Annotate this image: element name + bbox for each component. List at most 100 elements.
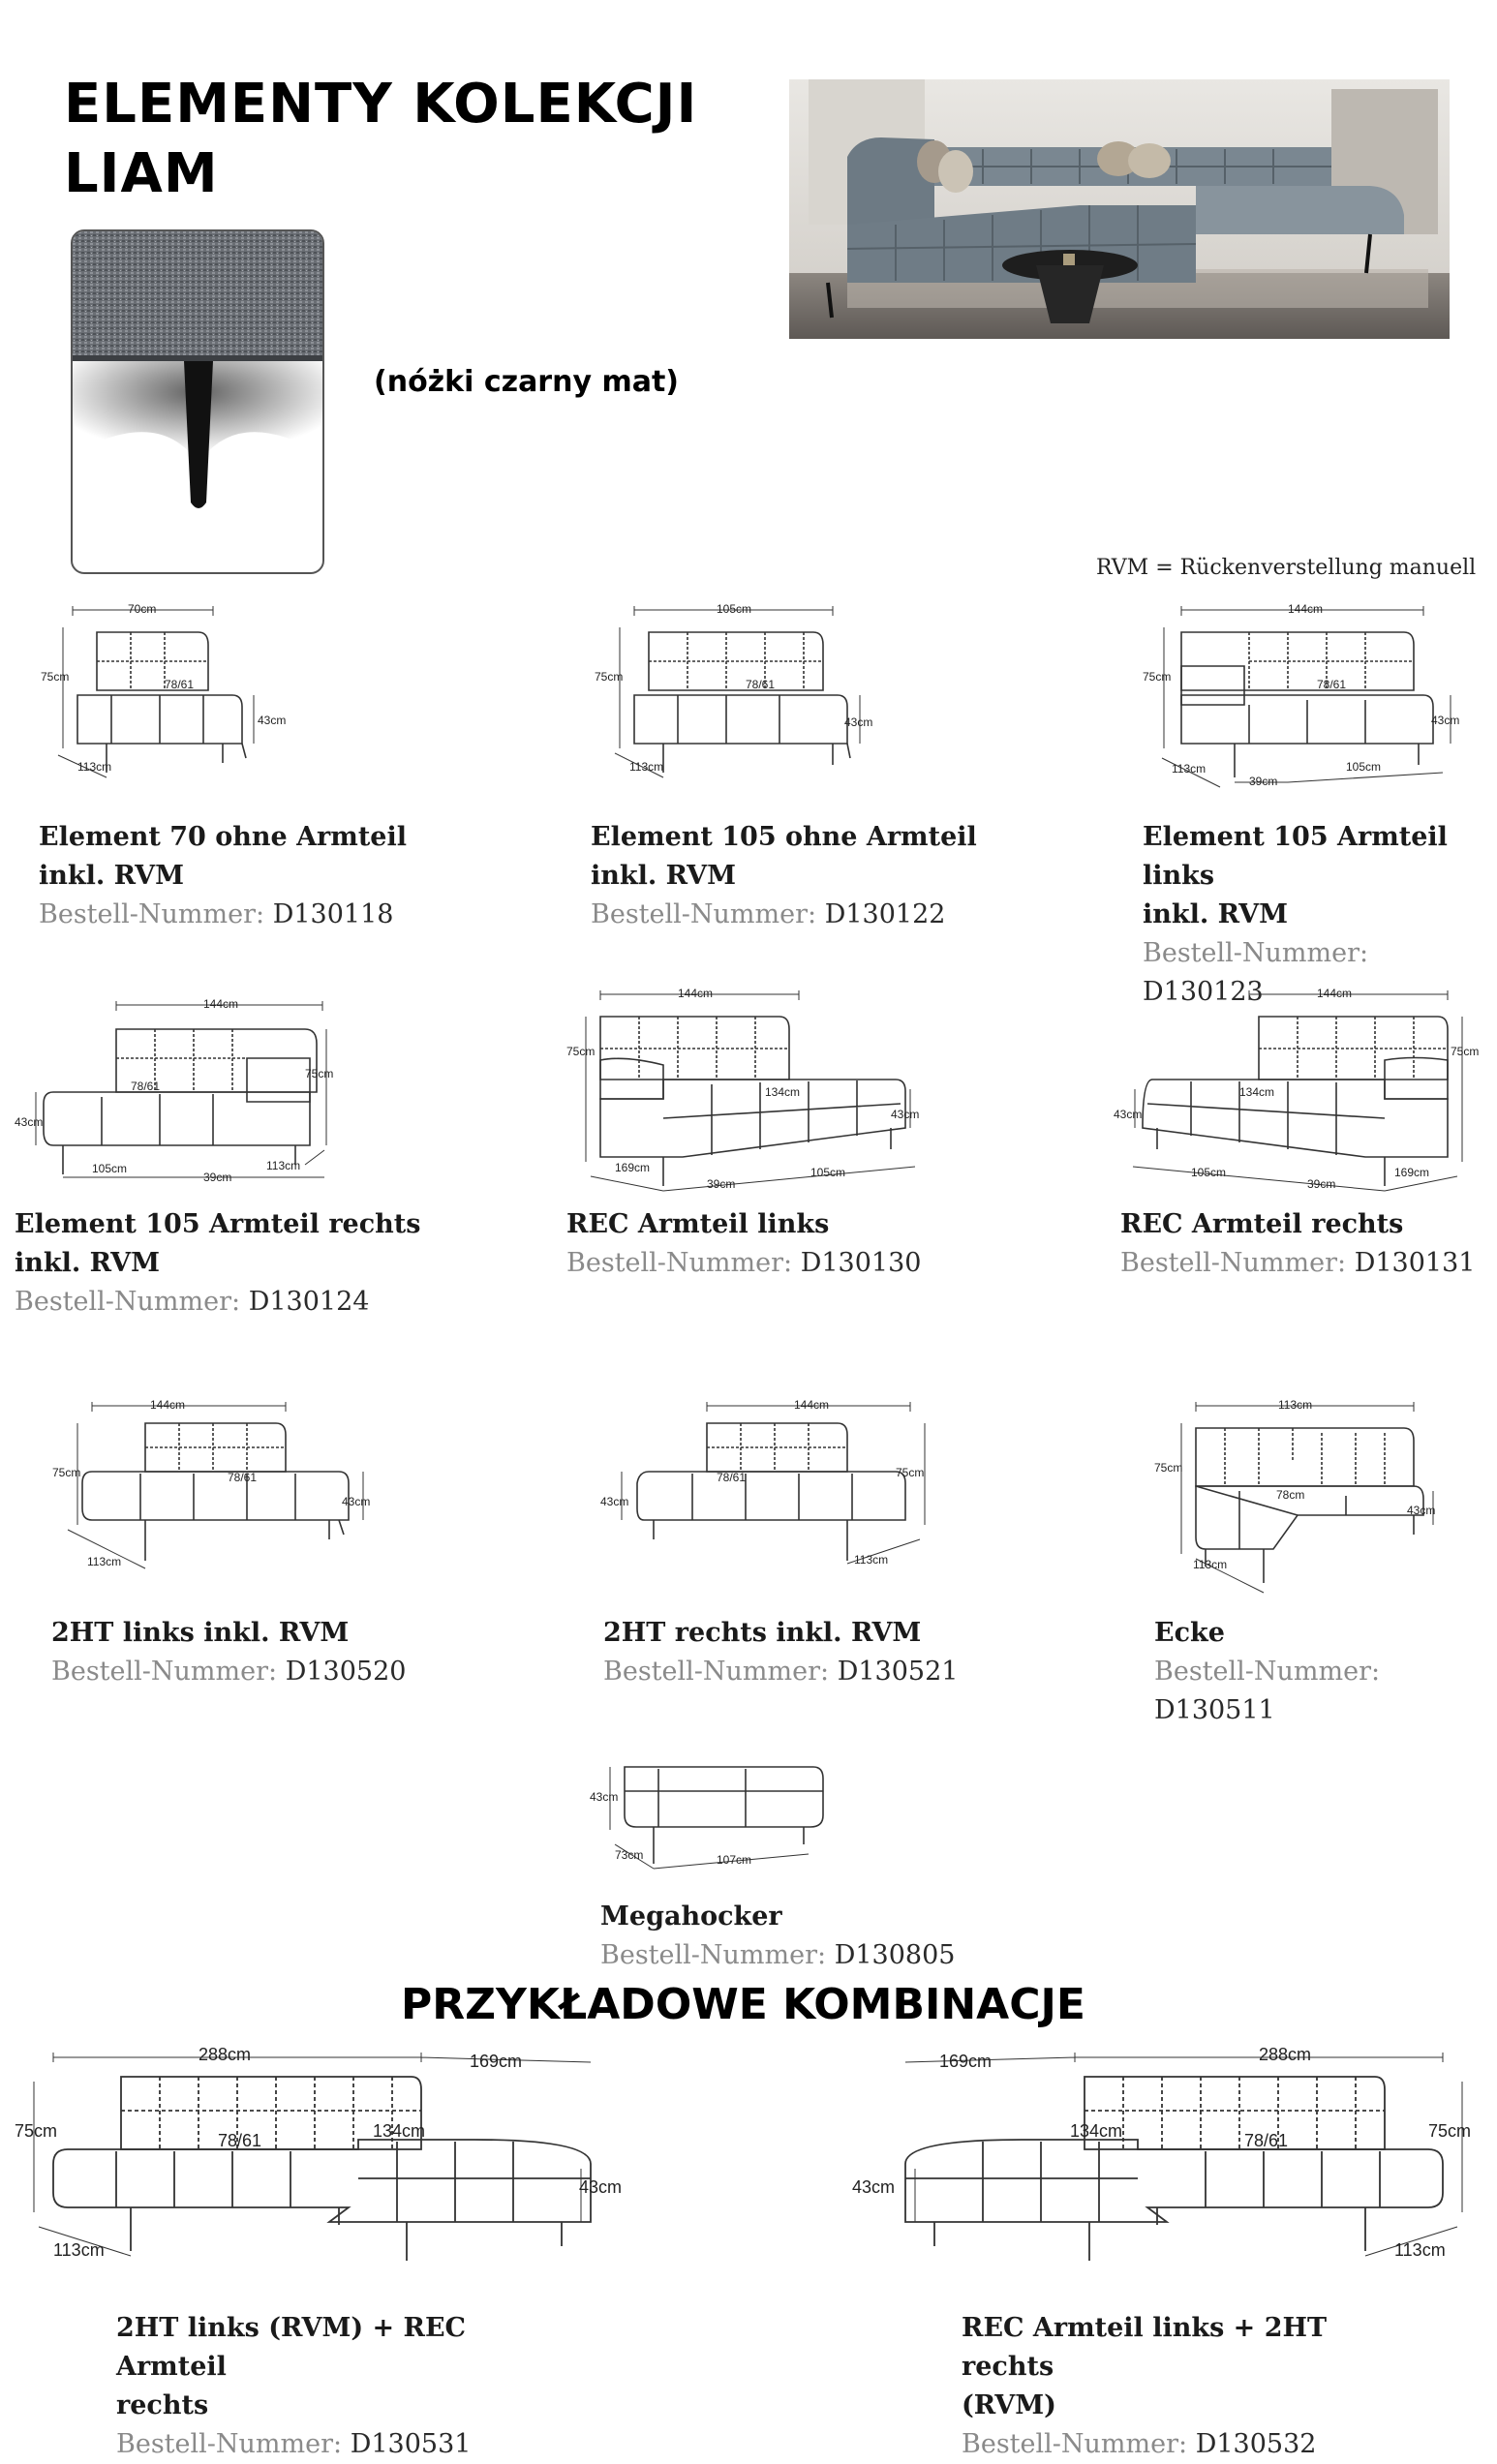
element-name-line1: REC Armteil links + 2HT rechts: [962, 2313, 1328, 2382]
dim-seat-2-label: 134cm: [1070, 2121, 1122, 2141]
dim-seat-height-label: 43cm: [579, 2177, 622, 2197]
element-name-line1: REC Armteil links: [566, 1209, 830, 1239]
element-105-drawing: 105cm 75cm 78/61 43cm 113cm: [591, 598, 881, 782]
dim-height-label: 75cm: [1428, 2121, 1471, 2141]
dim-seat-height-label: 43cm: [600, 1495, 628, 1508]
element-name-line2: inkl. RVM: [591, 861, 736, 891]
rvm-note: RVM = Rückenverstellung manuell: [1096, 556, 1477, 580]
dim-depth-label: 73cm: [615, 1848, 643, 1862]
dim-seat-height-label: 43cm: [258, 714, 286, 727]
rec-arm-right-drawing: 144cm 75cm 134cm 43cm 169cm 39cm 105cm: [1114, 983, 1482, 1196]
dim-seat-height-label: 43cm: [15, 1115, 43, 1129]
element-order-number: Bestell-Nummer: D130118: [39, 899, 394, 929]
ecke-caption: Ecke Bestell-Nummer: D130511: [1154, 1614, 1493, 1730]
dim-width-label: 144cm: [203, 997, 238, 1011]
dim-depth-label: 113cm: [629, 760, 663, 774]
element-105-arm-left-drawing: 144cm 75cm 78/61 43cm 113cm 39cm 105cm: [1143, 598, 1472, 792]
element-name-line1: Element 70 ohne Armteil: [39, 822, 407, 852]
dim-seat-height-label: 43cm: [1407, 1504, 1435, 1517]
dim-seat-label: 78/61: [131, 1080, 160, 1093]
dim-height-label: 75cm: [595, 670, 623, 684]
combination-2-caption: REC Armteil links + 2HT rechts (RVM) Bes…: [962, 2309, 1426, 2464]
2ht-left-caption: 2HT links inkl. RVM Bestell-Nummer: D130…: [51, 1614, 516, 1691]
dim-seat-height-label: 43cm: [891, 1108, 919, 1121]
dim-depth-label: 113cm: [266, 1159, 300, 1172]
dim-width-label: 288cm: [199, 2045, 251, 2064]
combinations-title: PRZYKŁADOWE KOMBINACJE: [401, 1980, 1085, 2029]
element-order-number: Bestell-Nummer: D130531: [116, 2429, 472, 2459]
element-name-line1: REC Armteil rechts: [1120, 1209, 1404, 1239]
title-line-1: ELEMENTY KOLEKCJI: [64, 73, 698, 136]
dim-seat-label: 78/61: [1244, 2131, 1288, 2150]
dim-seat-height-label: 43cm: [1114, 1108, 1142, 1121]
dim-depth-label: 113cm: [77, 760, 111, 774]
element-105-arm-right-drawing: 144cm 75cm 78/61 43cm 113cm 39cm 105cm: [15, 986, 344, 1189]
title-line-2: LIAM: [64, 142, 219, 205]
rec-arm-left-drawing: 144cm 75cm 134cm 43cm 169cm 39cm 105cm: [566, 983, 925, 1196]
2ht-right-drawing: 144cm 75cm 78/61 43cm 113cm: [600, 1394, 939, 1588]
element-order-number: Bestell-Nummer: D130130: [566, 1248, 922, 1278]
dim-depth-label: 113cm: [87, 1555, 121, 1568]
combination-1-caption: 2HT links (RVM) + REC Armteil rechts Bes…: [116, 2309, 581, 2464]
dim-width-label: 144cm: [1288, 602, 1323, 616]
dim-seat-height-label: 43cm: [590, 1790, 618, 1804]
megahocker-caption: Megahocker Bestell-Nummer: D130805: [600, 1898, 988, 1975]
dim-inner-label: 105cm: [1191, 1166, 1226, 1179]
2ht-left-drawing: 144cm 75cm 78/61 43cm 113cm: [48, 1394, 387, 1588]
ecke-drawing: 113cm 75cm 78cm 43cm 113cm: [1152, 1394, 1462, 1597]
element-105-arm-left-caption: Element 105 Armteil links inkl. RVM Best…: [1143, 818, 1491, 1012]
dim-width-label: 70cm: [128, 602, 156, 616]
dim-arm-label: 39cm: [1307, 1177, 1335, 1191]
dim-height-label: 75cm: [1154, 1461, 1182, 1475]
dim-seat-label: 78/61: [717, 1471, 746, 1484]
dim-chaise-label: 169cm: [470, 2052, 522, 2071]
element-order-number: Bestell-Nummer: D130124: [15, 1287, 370, 1317]
element-name-line1: Ecke: [1154, 1618, 1225, 1648]
dim-height-label: 75cm: [41, 670, 69, 684]
dim-height-label: 75cm: [566, 1045, 595, 1058]
dim-depth-label: 113cm: [1172, 762, 1206, 776]
rec-arm-right-caption: REC Armteil rechts Bestell-Nummer: D1301…: [1120, 1205, 1488, 1283]
dim-depth-label: 169cm: [1394, 1166, 1429, 1179]
element-order-number: Bestell-Nummer: D130511: [1154, 1657, 1381, 1725]
dim-height-label: 75cm: [896, 1466, 924, 1479]
dim-seat-2-label: 134cm: [373, 2121, 425, 2141]
element-105-arm-right-caption: Element 105 Armteil rechts inkl. RVM Bes…: [15, 1205, 479, 1322]
dim-depth-label: 113cm: [854, 1553, 888, 1567]
dim-seat-height-label: 43cm: [1431, 714, 1459, 727]
dim-width-label: 144cm: [1317, 987, 1352, 1000]
element-order-number: Bestell-Nummer: D130122: [591, 899, 946, 929]
megahocker-drawing: 43cm 73cm 107cm: [586, 1748, 838, 1878]
element-70-drawing: 70cm 75cm 78/61 43cm 113cm: [39, 598, 300, 782]
dim-width-label: 105cm: [717, 602, 751, 616]
dim-height-label: 75cm: [52, 1466, 80, 1479]
dim-width-label: 144cm: [150, 1398, 185, 1412]
dim-height-label: 75cm: [15, 2121, 57, 2141]
combination-1-drawing: 288cm 169cm 75cm 78/61 134cm 43cm 113cm: [10, 2043, 649, 2266]
dim-seat-label: 78/61: [746, 678, 775, 691]
dim-inner-label: 105cm: [1346, 760, 1381, 774]
element-order-number: Bestell-Nummer: D130520: [51, 1657, 407, 1687]
dim-seat-label: 78cm: [1276, 1488, 1304, 1502]
dim-arm-label: 39cm: [707, 1177, 735, 1191]
dim-width-label: 144cm: [678, 987, 713, 1000]
dim-height-label: 75cm: [1143, 670, 1171, 684]
rec-arm-left-caption: REC Armteil links Bestell-Nummer: D13013…: [566, 1205, 1031, 1283]
element-name-line1: Megahocker: [600, 1901, 782, 1932]
element-70-caption: Element 70 ohne Armteil inkl. RVM Bestel…: [39, 818, 504, 934]
element-order-number: Bestell-Nummer: D130131: [1120, 1248, 1476, 1278]
dim-seat-height-label: 43cm: [852, 2177, 895, 2197]
dim-arm-label: 39cm: [203, 1171, 231, 1184]
dim-inner-label: 105cm: [810, 1166, 845, 1179]
element-name-line1: Element 105 ohne Armteil: [591, 822, 977, 852]
element-order-number: Bestell-Nummer: D130521: [603, 1657, 959, 1687]
dim-width-label: 107cm: [717, 1853, 751, 1867]
element-order-number: Bestell-Nummer: D130532: [962, 2429, 1317, 2459]
dim-height-label: 75cm: [305, 1067, 333, 1080]
element-name-line2: inkl. RVM: [39, 861, 184, 891]
dim-seat-label: 134cm: [765, 1085, 800, 1099]
element-name-line1: 2HT rechts inkl. RVM: [603, 1618, 922, 1648]
element-order-number: Bestell-Nummer: D130805: [600, 1940, 956, 1970]
dim-seat-height-label: 43cm: [844, 715, 872, 729]
dim-seat-label: 78/61: [218, 2131, 261, 2150]
